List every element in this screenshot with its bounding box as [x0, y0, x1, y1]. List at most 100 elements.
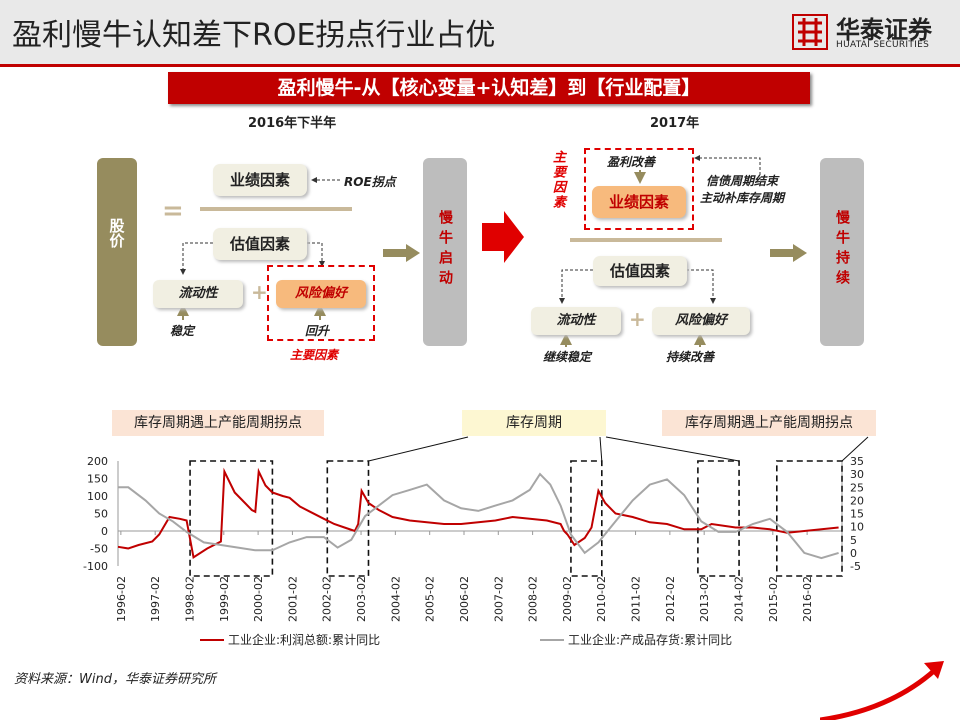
callout-line-far [841, 436, 869, 462]
right-main-factor-label: 主要因素 [550, 150, 565, 210]
y-left-tick-label: -100 [83, 560, 108, 573]
highlight-box [776, 460, 843, 577]
right-valuation-box: 估值因素 [593, 256, 687, 286]
callout-line-right [605, 436, 740, 462]
y-right-tick-label: 35 [850, 455, 864, 468]
x-tick-label: 2003-02 [355, 576, 368, 622]
x-tick-label: 2008-02 [527, 576, 540, 622]
right-cycle-note: 库存周期遇上产能周期拐点 [662, 410, 876, 436]
x-tick-label: 2001-02 [286, 576, 299, 622]
left-earnings-box: 业绩因素 [213, 164, 307, 196]
profit-improve-label: 盈利改善 [607, 155, 656, 169]
legend-label: 工业企业:利润总额:累计同比 [228, 632, 380, 647]
x-tick-label: 2007-02 [492, 576, 505, 622]
x-tick-label: 2010-02 [595, 576, 608, 622]
right-period-label: 2017年 [650, 116, 700, 131]
x-tick-label: 1997-02 [149, 576, 162, 622]
x-tick-label: 2002-02 [321, 576, 334, 622]
left-cycle-note: 库存周期遇上产能周期拐点 [112, 410, 324, 436]
y-left-tick-label: 100 [87, 490, 108, 503]
credit-note-1: 信债周期结束 [706, 174, 779, 188]
y-right-tick-label: 25 [850, 481, 864, 494]
line-chart: 200150100500-50-10035302520151050-51996-… [83, 436, 869, 647]
right-continue-arrow-head [793, 244, 807, 262]
equals-sign: = [162, 196, 184, 226]
x-tick-label: 1998-02 [183, 576, 196, 622]
diagram-connectors [177, 155, 807, 347]
left-risk-pref-box: 风险偏好 [276, 280, 366, 308]
y-right-tick-label: -5 [850, 560, 861, 573]
highlight-box [326, 460, 370, 577]
y-left-tick-label: 50 [94, 508, 108, 521]
right-liquidity-arrow [559, 269, 593, 304]
y-right-tick-label: 5 [850, 534, 857, 547]
inventory-cycle-note: 库存周期 [462, 410, 606, 436]
x-tick-label: 2006-02 [458, 576, 471, 622]
series-line [117, 467, 839, 559]
right-liquidity-box: 流动性 [531, 307, 621, 335]
left-liquidity-arrow [180, 242, 213, 275]
continue-bar: 慢牛持续 [820, 158, 864, 346]
right-risk-pref-box: 风险偏好 [652, 307, 750, 335]
right-earnings-box: 业绩因素 [592, 186, 686, 218]
y-left-tick-label: 200 [87, 455, 108, 468]
legend-label: 工业企业:产成品存货:累计同比 [568, 632, 732, 647]
y-right-tick-label: 0 [850, 547, 857, 560]
left-main-factor-frame [267, 265, 375, 341]
left-start-arrow-head [406, 244, 420, 262]
left-liquidity-box: 流动性 [153, 280, 243, 308]
left-risk-arrow [307, 242, 325, 267]
start-label: 慢牛启动 [437, 210, 453, 290]
callout-line-mid [599, 436, 603, 462]
x-tick-label: 2005-02 [424, 576, 437, 622]
x-tick-label: 2013-02 [698, 576, 711, 622]
callout-line-left [368, 436, 469, 462]
x-tick-label: 2011-02 [630, 576, 643, 622]
logo-text-en: HUATAI SECURITIES [836, 40, 930, 50]
right-risk-arrow [686, 269, 716, 304]
y-left-tick-label: 0 [101, 525, 108, 538]
x-tick-label: 2014-02 [732, 576, 745, 622]
logo-text-cn: 华泰证券 [836, 16, 932, 44]
left-period-label: 2016年下半年 [248, 116, 337, 131]
start-bar: 慢牛启动 [423, 158, 467, 346]
page-title: 盈利慢牛认知差下ROE拐点行业占优 [12, 18, 496, 53]
header-divider [0, 64, 960, 67]
banner-title: 盈利慢牛-从【核心变量+认知差】到【行业配置】 [168, 72, 810, 104]
left-plus-sign: + [251, 280, 268, 304]
highlight-box [189, 460, 274, 577]
rebound-label: 回升 [305, 324, 330, 338]
credit-note-2: 主动补库存周期 [700, 191, 785, 205]
y-right-tick-label: 15 [850, 508, 864, 521]
source-note: 资料来源：Wind，华泰证券研究所 [14, 672, 216, 687]
stable-label: 稳定 [170, 324, 195, 338]
y-right-tick-label: 20 [850, 494, 864, 507]
y-left-tick-label: 150 [87, 473, 108, 486]
corner-decoration [820, 661, 944, 720]
x-tick-label: 1996-02 [115, 576, 128, 622]
highlight-box [697, 460, 740, 577]
roe-turn-label: ROE拐点 [344, 175, 396, 189]
highlight-box [570, 460, 603, 577]
left-valuation-box: 估值因素 [213, 228, 307, 260]
x-tick-label: 2000-02 [252, 576, 265, 622]
transition-arrow [482, 211, 524, 263]
y-left-tick-label: -50 [90, 543, 108, 556]
keep-stable-label: 继续稳定 [543, 350, 592, 364]
right-main-factor-frame [584, 148, 694, 230]
right-plus-sign: + [629, 307, 646, 331]
x-tick-label: 1999-02 [218, 576, 231, 622]
left-main-factor-label: 主要因素 [290, 348, 339, 362]
x-tick-label: 2004-02 [389, 576, 402, 622]
x-tick-label: 2015-02 [767, 576, 780, 622]
logo-mark-icon [792, 14, 828, 50]
x-tick-label: 2012-02 [664, 576, 677, 622]
x-tick-label: 2016-02 [801, 576, 814, 622]
y-right-tick-label: 30 [850, 468, 864, 481]
keep-improve-label: 持续改善 [666, 350, 715, 364]
x-tick-label: 2009-02 [561, 576, 574, 622]
continue-label: 慢牛持续 [834, 210, 850, 290]
stock-price-bar: 股价 [97, 158, 137, 346]
stock-price-label: 股价 [107, 218, 126, 248]
company-logo: 华泰证券 HUATAI SECURITIES [786, 8, 936, 56]
